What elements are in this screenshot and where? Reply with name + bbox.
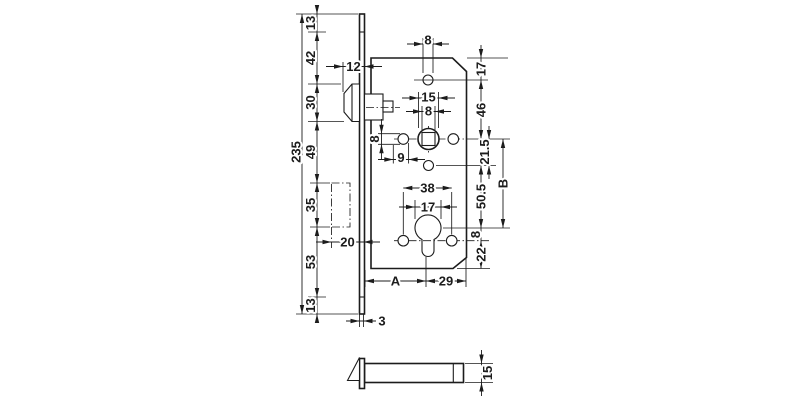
dimension-label-top-hole-to-follower: 46 xyxy=(474,103,489,117)
cylinder-left-hole xyxy=(397,234,410,247)
dimension-label-deadbolt-to-bottom: 53 xyxy=(303,255,318,269)
latch-tail xyxy=(363,93,384,121)
dimension-label-top-hole-diameter: 8 xyxy=(424,33,431,48)
dimension-label-follower-to-lower-hole: 21.5 xyxy=(477,139,492,164)
dimension-label-faceplate-top-offset: 13 xyxy=(303,16,318,30)
dimension-label-spindle-square: 8 xyxy=(425,104,432,119)
dimension-label-follower-diameter: 15 xyxy=(421,90,435,105)
case-bottom-view xyxy=(363,362,465,384)
dimension-label-deadbolt-height: 35 xyxy=(303,198,318,212)
dimension-label-deadbolt-depth: 20 xyxy=(340,235,354,250)
deadbolt-hidden xyxy=(331,182,351,228)
euro-cylinder-cutout xyxy=(414,214,442,258)
dimension-label-cylinder-to-edge: 29 xyxy=(439,274,453,289)
dimension-label-cylinder-to-bottom-edge: 22 xyxy=(474,247,489,261)
dimension-label-hole-offset: 9 xyxy=(397,150,404,165)
right-fixing-hole xyxy=(447,133,460,145)
dimension-label-cylinder-width: 17 xyxy=(421,200,435,215)
dimension-label-faceplate-length: 235 xyxy=(289,141,304,163)
dimension-label-backset: A xyxy=(391,274,401,289)
dimension-label-latch-projection: 12 xyxy=(346,59,360,74)
dimension-label-top-section: 42 xyxy=(303,51,318,65)
dimension-label-centre-distance: B xyxy=(496,179,511,188)
latch-tip-bottom-view xyxy=(346,357,361,382)
dimension-label-latch-height: 30 xyxy=(303,95,318,109)
faceplate-bottom-view xyxy=(358,357,366,390)
spindle-square-hole xyxy=(421,131,436,147)
dimension-label-faceplate-thickness: 3 xyxy=(378,314,385,329)
dimension-label-cylinder-line-offset: 8 xyxy=(468,231,483,238)
lock-bottom-view xyxy=(346,357,465,390)
lower-fixing-hole xyxy=(422,159,435,172)
dimension-label-latch-to-deadbolt: 49 xyxy=(303,145,318,159)
dimension-label-side-hole-diameter: 8 xyxy=(367,135,382,142)
cylinder-right-hole xyxy=(445,234,458,247)
dimension-label-lower-hole-to-cylinder: 50.5 xyxy=(474,184,489,209)
extension-lines xyxy=(296,13,510,383)
faceplate xyxy=(358,13,366,315)
latch-tail-end xyxy=(382,100,394,113)
dimension-label-faceplate-bottom-offset: 13 xyxy=(303,298,318,312)
dimension-label-case-depth-bottom-view: 15 xyxy=(480,366,495,380)
dimension-label-cylinder-hole-spacing: 38 xyxy=(420,181,434,196)
left-fixing-hole xyxy=(397,133,410,145)
dimension-label-edge-to-top-hole: 17 xyxy=(474,62,489,76)
